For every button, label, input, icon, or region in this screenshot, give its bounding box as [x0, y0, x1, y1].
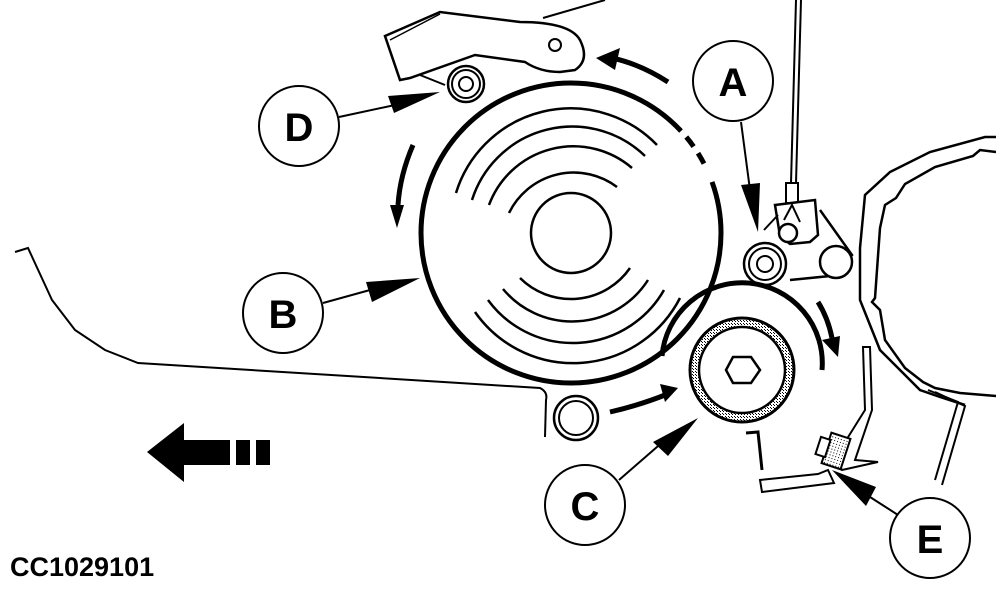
svg-text:A: A [719, 61, 748, 105]
svg-text:C: C [571, 485, 600, 529]
lower-idler-roller [552, 394, 600, 442]
upper-idler-roller [446, 64, 486, 104]
svg-text:B: B [269, 293, 298, 337]
frame-outline-left [14, 246, 548, 438]
callout-b: B [242, 272, 420, 354]
svg-text:D: D [285, 106, 314, 150]
svg-text:E: E [917, 518, 944, 562]
idler-roller-a [742, 241, 788, 287]
callout-c: C [544, 418, 698, 546]
travel-direction-arrow-icon [147, 423, 270, 482]
callout-a: A [692, 40, 774, 232]
scraper-assembly [745, 346, 879, 494]
callout-d: D [258, 85, 440, 167]
rotation-arrows [390, 48, 840, 415]
large-drum [418, 80, 724, 386]
right-housing [858, 135, 996, 486]
figure-id-label: CC1029101 [10, 552, 155, 582]
callout-e: E [832, 470, 971, 579]
belt-wrap [659, 280, 825, 371]
tension-arm-assembly [763, 0, 854, 282]
lower-drive-roller [688, 316, 796, 424]
upper-arm-bracket [383, 0, 606, 86]
